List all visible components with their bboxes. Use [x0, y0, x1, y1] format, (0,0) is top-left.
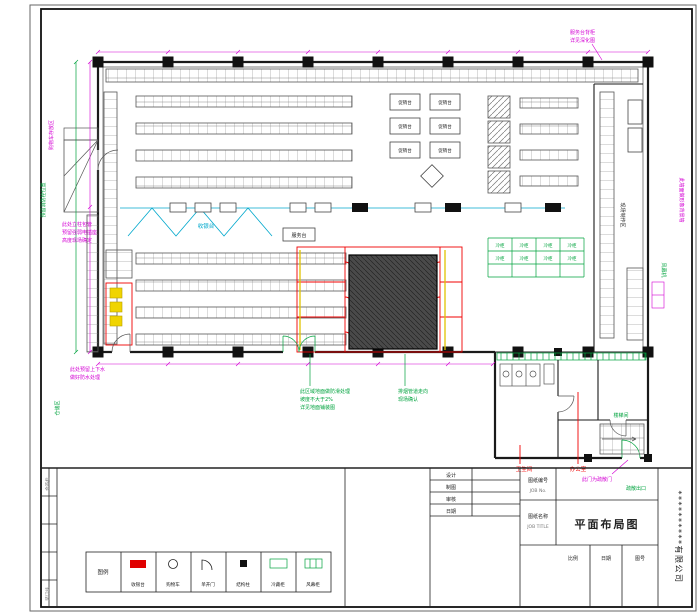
freezer-label: 冷柜: [544, 242, 553, 249]
signoff-row-label: 日期: [446, 509, 456, 515]
wc-note: 卫生间: [516, 465, 533, 473]
left-note-line: 高度现场确定: [62, 237, 92, 244]
image-wall-note: 此墙面做形象背景墙: [678, 177, 685, 222]
legend-symbol-checkout: [130, 560, 146, 568]
left-note-line: 此处立柱包管: [62, 221, 92, 228]
freezer-label: 冷柜: [496, 242, 505, 249]
doors: [111, 333, 316, 353]
fire-note: 预留消防栓位置: [40, 182, 47, 217]
promo-label: 促销台: [438, 123, 452, 130]
freezer-label: 冷柜: [520, 255, 529, 262]
legend-symbol-door: [201, 559, 213, 571]
legend-symbol-aircurtain: [304, 558, 323, 569]
freezer-label: 冷柜: [496, 255, 505, 262]
job-no-label: 图纸编号: [528, 477, 548, 484]
promo-label: 促销台: [398, 123, 412, 130]
legend-title: 图例: [97, 568, 109, 576]
hatched-fixtures-upper-right: [487, 95, 579, 194]
signoff-row-label: 制图: [446, 484, 456, 491]
sheet-title-block: 图纸编号 JOB No. 图纸名称 JOB TITLE 平面布局图 比例 日期 …: [520, 468, 684, 607]
legend-symbol-cart: [168, 559, 178, 569]
cashier-label: 收银台: [198, 222, 215, 230]
legend-symbol-column: [240, 560, 247, 567]
floor-plan: 促销台 促销台 促销台 促销台 促销台 促销台 现场制: [63, 49, 665, 462]
freezer-grid: 冷柜 冷柜 冷柜 冷柜 冷柜 冷柜 冷柜 冷柜: [487, 237, 585, 278]
central-core: [296, 246, 463, 353]
legend-label: 收银台: [131, 581, 145, 588]
legend: 图例 收银台 购物车 单开门 结构柱 冷藏柜 风幕柜: [85, 551, 332, 593]
evac-note: 此门为疏散门: [582, 476, 612, 483]
annex-rooms: 楼梯间: [496, 352, 648, 459]
sheet-title: 平面布局图: [575, 517, 640, 531]
smoke-note-line: 排烟管道走向: [398, 388, 428, 395]
stair-label: 楼梯间: [613, 412, 628, 419]
dimension-lines: [73, 49, 651, 367]
left-strip-bottom-label: 装订线: [44, 587, 51, 601]
job-title-label: 图纸名称: [528, 513, 548, 520]
water-note-line: 此处预留上下水: [70, 366, 105, 373]
service-back-line: 服务台背柜: [570, 29, 595, 36]
wall-shelving-top: [105, 68, 639, 83]
freezer-label: 冷柜: [520, 242, 529, 249]
promo-label: 促销台: [398, 147, 412, 154]
freezer-label: 冷柜: [568, 242, 577, 249]
legend-symbol-freezer: [269, 558, 288, 569]
legend-label: 冷藏柜: [271, 581, 285, 588]
entrance-ramp: [63, 127, 119, 213]
air-curtain-note: 风幕机: [660, 262, 667, 277]
left-note-line: 预留强弱电插座: [62, 229, 97, 236]
dwg-no-label: 图号: [635, 556, 645, 562]
storage-note: 仓储区: [54, 400, 61, 415]
office-note: 办公室: [570, 465, 587, 473]
job-no-en: JOB No.: [529, 488, 547, 494]
signoff-row-label: 审核: [446, 496, 456, 503]
floor-note-line: 详见地面铺装图: [300, 404, 335, 411]
promo-label: 促销台: [438, 147, 452, 154]
cart-note: 购物车存放区: [48, 120, 55, 150]
left-strip-top-label: 会签栏: [44, 477, 51, 491]
right-corridor: 现场制作区: [593, 83, 665, 352]
signoff-table: 设计 制图 审核 日期: [344, 468, 521, 607]
promo-label: 促销台: [398, 99, 412, 106]
annotation-notes: 购物车存放区 预留消防栓位置 此处立柱包管 预留强弱电插座 高度现场确定 此处预…: [40, 29, 685, 492]
gondola-rows-upper-left: [135, 95, 353, 189]
date-label: 日期: [601, 556, 611, 562]
gondola-rows-lower-left: [105, 249, 347, 346]
exit-note: 疏散出口: [626, 485, 646, 492]
checkout-line: 收银台: [120, 202, 565, 237]
workshop-label: 现场制作区: [619, 202, 626, 227]
legend-label: 结构柱: [236, 581, 250, 588]
smoke-note-line: 现场确认: [398, 396, 418, 403]
promo-islands: 促销台 促销台 促销台 促销台 促销台 促销台: [389, 93, 461, 188]
company-name: **********有限公司: [674, 491, 684, 584]
floor-note-line: 坡度不大于2%: [300, 396, 333, 403]
legend-label: 购物车: [166, 581, 180, 588]
service-desk-label: 服务台: [291, 232, 306, 239]
service-desk: 服务台: [282, 227, 316, 242]
promo-label: 促销台: [438, 99, 452, 106]
job-title-en: JOB TITLE: [526, 524, 549, 530]
freezer-label: 冷柜: [544, 255, 553, 262]
wall-shelving-left: [86, 91, 118, 353]
water-note-line: 做好防水处理: [70, 374, 100, 381]
scale-label: 比例: [568, 555, 578, 562]
signoff-row-label: 设计: [446, 472, 456, 479]
service-back-line: 详见深化图: [570, 37, 595, 44]
title-block: 会签栏 装订线 图例 收银台 购物车 单开门 结构柱 冷藏柜 风幕柜 设计: [41, 467, 692, 607]
floor-note-line: 此区域地面做防滑处理: [300, 388, 350, 395]
freezer-label: 冷柜: [568, 255, 577, 262]
legend-label: 单开门: [201, 581, 215, 588]
legend-label: 风幕柜: [306, 581, 320, 588]
